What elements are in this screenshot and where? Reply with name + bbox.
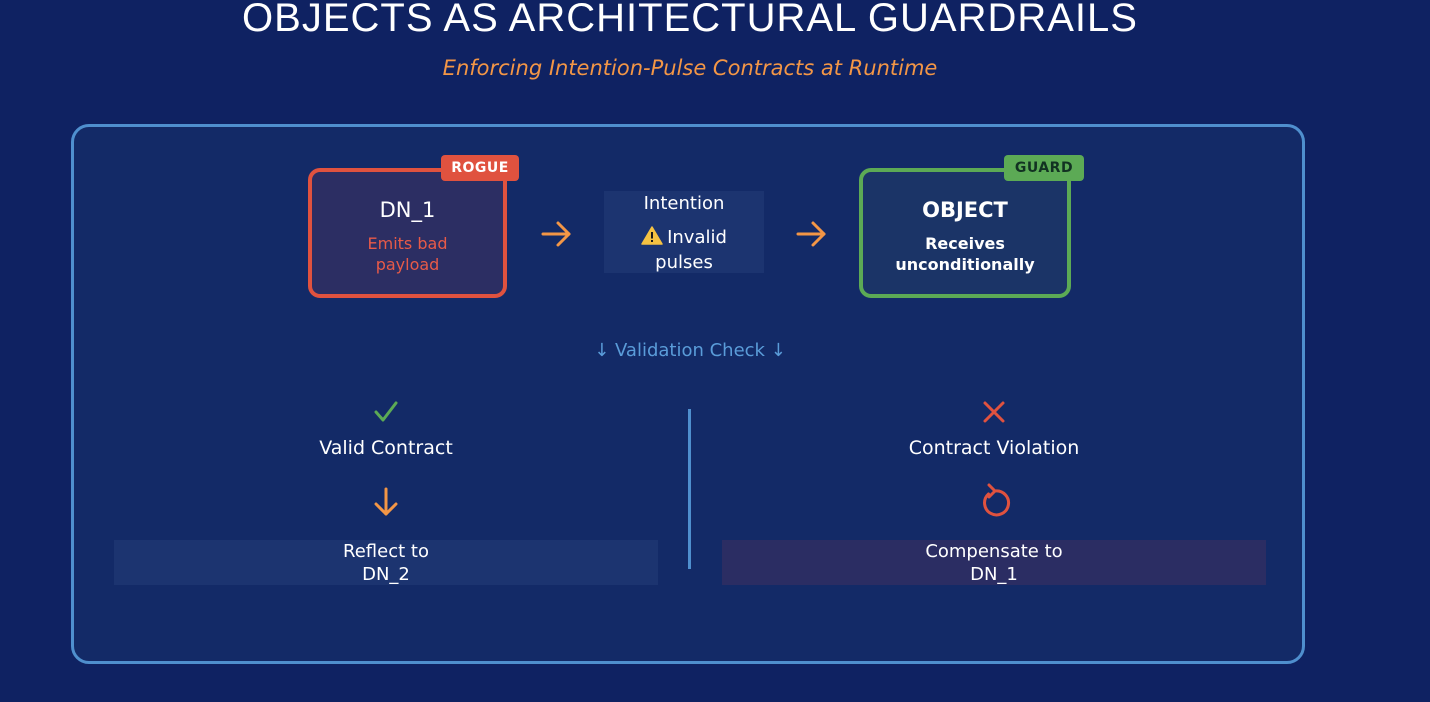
branch-divider — [688, 409, 691, 569]
reflect-result-box: Reflect to DN_2 — [114, 540, 658, 585]
intention-title: Intention — [643, 193, 725, 214]
intention-box: Intention Invalid pulses — [604, 191, 764, 273]
guard-badge: GUARD — [1004, 155, 1084, 181]
rogue-node-name: DN_1 — [379, 198, 436, 222]
intention-pulses-text: pulses — [655, 252, 713, 273]
guard-node-description-text: Receives unconditionally — [895, 234, 1035, 274]
compensate-result-text: Compensate to DN_1 — [925, 541, 1063, 585]
arrow-right-icon — [541, 221, 571, 247]
x-icon — [983, 401, 1005, 423]
reflect-result-text: Reflect to DN_2 — [343, 541, 429, 585]
intention-invalid-text: Invalid — [667, 227, 727, 248]
rogue-node-description: Emits bad payload — [312, 233, 503, 275]
valid-contract-label: Valid Contract — [319, 437, 453, 459]
page-title: OBJECTS AS ARCHITECTURAL GUARDRAILS — [242, 0, 1138, 40]
arrow-down-icon — [374, 487, 398, 516]
rogue-node: DN_1 Emits bad payload — [308, 168, 507, 298]
compensate-result-box: Compensate to DN_1 — [722, 540, 1266, 585]
page-subtitle: Enforcing Intention-Pulse Contracts at R… — [442, 56, 938, 80]
guard-node: OBJECT Receives unconditionally — [859, 168, 1071, 298]
rogue-node-description-text: Emits bad payload — [367, 234, 448, 274]
arrow-right-icon — [796, 221, 826, 247]
check-icon — [374, 401, 398, 422]
rogue-badge: ROGUE — [441, 155, 519, 181]
intention-warning-line: Invalid — [604, 226, 764, 248]
undo-icon — [983, 483, 1011, 517]
warning-icon — [641, 226, 663, 245]
guard-node-name: OBJECT — [922, 198, 1008, 222]
contract-violation-label: Contract Violation — [908, 437, 1080, 459]
validation-check-label: ↓ Validation Check ↓ — [594, 340, 786, 361]
guard-node-description: Receives unconditionally — [863, 233, 1067, 275]
